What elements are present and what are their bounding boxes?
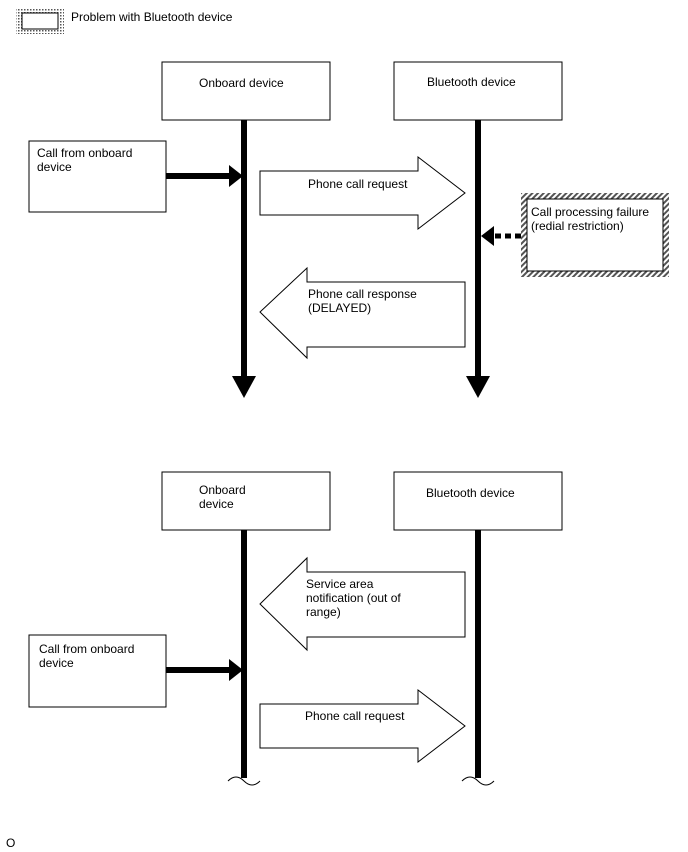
phone-call-response-label: Phone call response (DELAYED) [308, 287, 417, 315]
bluetooth-lifeline-break [461, 776, 495, 786]
call-from-onboard-box-2 [28, 634, 167, 708]
legend-swatch [16, 8, 64, 34]
call-processing-failure-label: Call processing failure (redial restrict… [531, 205, 650, 233]
phone-call-request-label-2: Phone call request [305, 709, 405, 723]
legend-label: Problem with Bluetooth device [71, 10, 233, 24]
onboard-lifeline-arrowhead [232, 376, 256, 398]
call-processing-failure-box [521, 193, 669, 277]
onboard-lifeline-break [227, 776, 261, 786]
onboard-device-label-2: Onboard device [199, 483, 246, 511]
bluetooth-device-box-2 [393, 471, 563, 531]
call-from-onboard-box [28, 140, 167, 213]
call-arrow-head-2 [229, 659, 243, 681]
bluetooth-device-label: Bluetooth device [427, 75, 516, 89]
failure-arrow-head [481, 226, 494, 246]
onboard-device-label: Onboard device [199, 76, 284, 90]
phone-call-request-label: Phone call request [308, 177, 408, 191]
call-arrow-head [229, 165, 243, 187]
phone-call-request-arrow-2 [259, 688, 466, 764]
call-from-onboard-label-2: Call from onboard device [39, 642, 135, 670]
call-from-onboard-label: Call from onboard device [37, 146, 133, 174]
bluetooth-device-box [393, 61, 563, 121]
onboard-device-box-2 [161, 471, 331, 531]
service-area-notification-arrow [259, 556, 466, 652]
service-area-notification-label: Service area notification (out of range) [306, 577, 401, 619]
onboard-device-box [161, 61, 331, 121]
bluetooth-lifeline-arrowhead [466, 376, 490, 398]
footer-code: O [6, 836, 16, 850]
bluetooth-device-label-2: Bluetooth device [426, 486, 515, 500]
phone-call-request-arrow [259, 155, 466, 231]
phone-call-response-arrow [259, 266, 466, 360]
